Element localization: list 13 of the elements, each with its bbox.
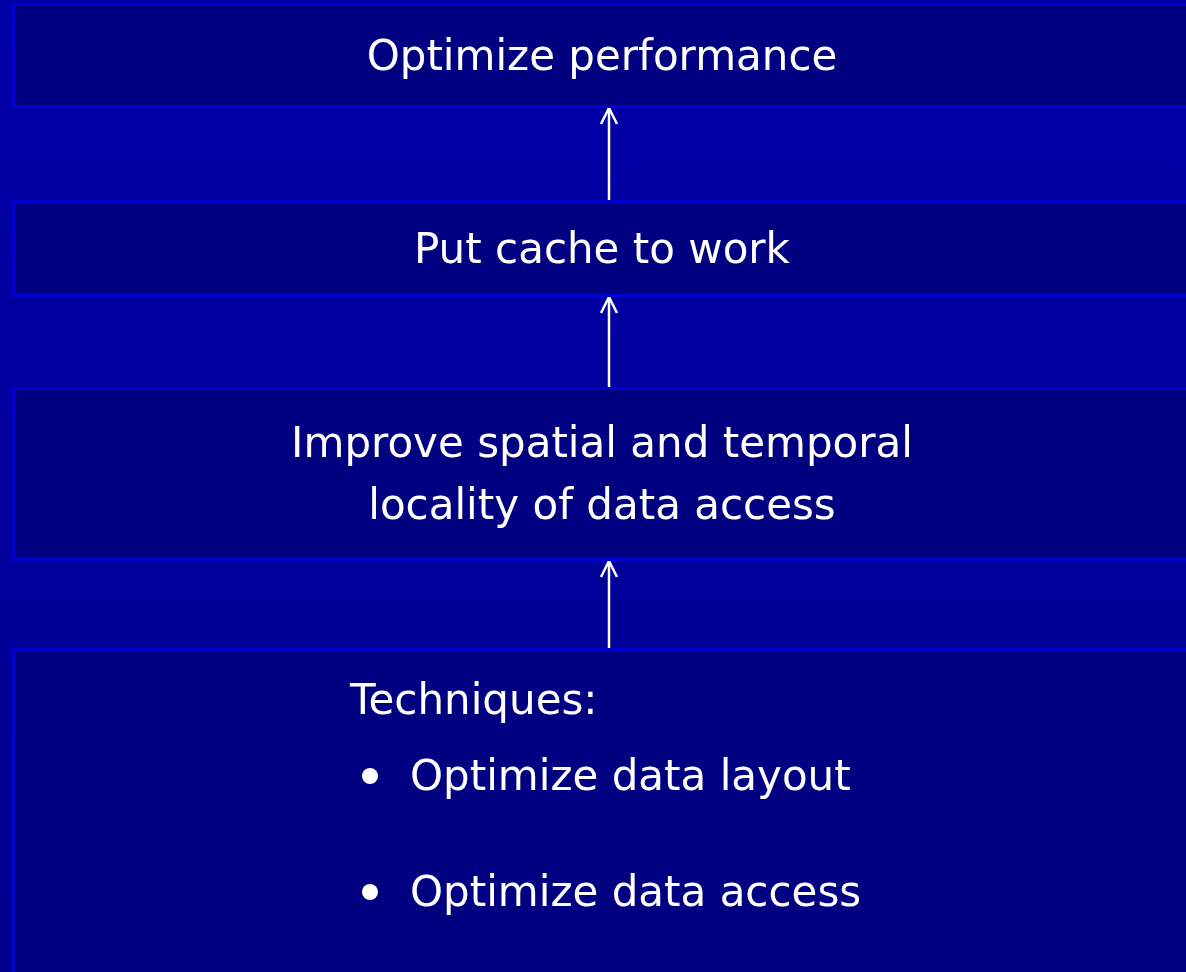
step-box [12, 200, 1186, 297]
step-box [12, 648, 1186, 972]
step-text: Optimize performance [366, 29, 838, 82]
arrow [599, 559, 619, 648]
step-text: Improve spatial and temporal locality of data access [290, 417, 914, 531]
arrow [599, 295, 619, 387]
heading: Techniques: [350, 674, 598, 726]
step-box [12, 3, 1186, 108]
bullet-text: Optimize data access [410, 867, 862, 917]
arrow [599, 106, 619, 200]
bullet-text: Optimize data layout [410, 751, 851, 801]
step-box [12, 387, 1186, 561]
step-text: Put cache to work [414, 222, 790, 275]
